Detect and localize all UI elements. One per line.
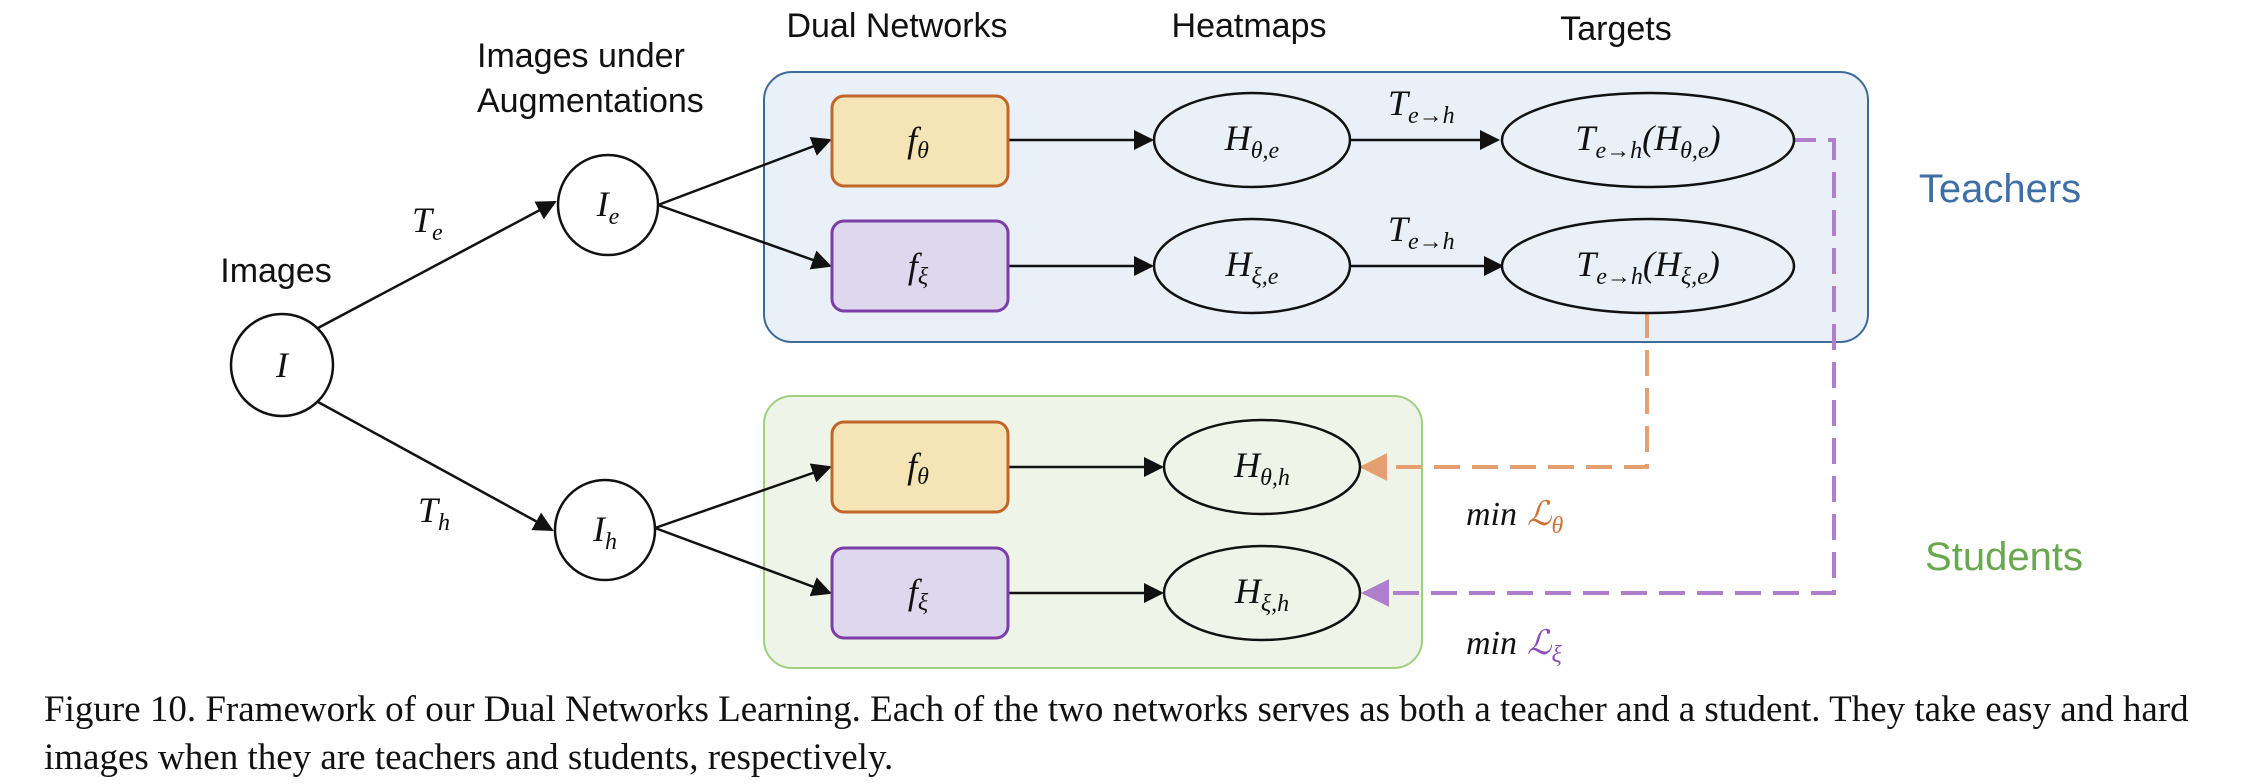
- heat-theta-e-base: H: [1224, 118, 1253, 158]
- target-theta-arg-sub: θ,e: [1680, 138, 1709, 164]
- loss-theta-label: min ℒθ: [1466, 496, 1564, 539]
- node-image-label: I: [275, 345, 290, 385]
- edge-hard-to-net-theta: [654, 463, 832, 530]
- heat-xi-e-label: Hξ,e: [1225, 244, 1279, 290]
- node-image-hard-sub: h: [605, 529, 617, 555]
- loss-theta-symbol: ℒ: [1527, 496, 1553, 533]
- edge-label-t-hard-sub: h: [438, 510, 450, 536]
- node-image-hard: [553, 478, 657, 582]
- role-students: Students: [1925, 535, 2083, 579]
- transform-label-theta: Te→h: [1388, 83, 1455, 129]
- edge-image-to-hard: [317, 400, 554, 532]
- loss-theta-sub: θ: [1552, 513, 1564, 539]
- net-theta-student: [830, 420, 1010, 514]
- heat-theta-h: [1162, 418, 1362, 516]
- target-xi-open: (: [1643, 244, 1657, 284]
- header-augmentations-line1: Images under: [477, 37, 685, 75]
- net-xi-student: [830, 546, 1010, 640]
- edge-label-t-hard: Th: [418, 490, 450, 536]
- edge-image-to-easy: [317, 200, 557, 330]
- target-theta: [1500, 91, 1796, 189]
- target-xi-arg-sub: ξ,e: [1681, 264, 1708, 290]
- target-theta-close: ): [1707, 118, 1721, 158]
- target-xi-arg-base: H: [1654, 244, 1683, 284]
- transform-label-theta-sub: e→h: [1408, 103, 1455, 129]
- target-xi-close: ): [1706, 244, 1720, 284]
- net-xi-teacher: [830, 219, 1010, 313]
- heat-theta-h-label: Hθ,h: [1233, 445, 1290, 491]
- edge-label-t-easy-sub: e: [432, 220, 443, 246]
- edge-label-t-easy-base: T: [412, 200, 435, 240]
- heat-xi-e-sub: ξ,e: [1252, 264, 1279, 290]
- target-theta-arg-base: H: [1653, 118, 1682, 158]
- node-image-easy-label: Ie: [596, 184, 620, 230]
- heat-theta-h-sub: θ,h: [1260, 465, 1290, 491]
- target-xi-sub: e→h: [1596, 264, 1643, 290]
- role-teachers: Teachers: [1919, 167, 2081, 211]
- heat-xi-e: [1152, 217, 1352, 315]
- header-augmentations-line2: Augmentations: [477, 82, 704, 120]
- target-xi: [1500, 217, 1796, 315]
- transform-label-xi-sub: e→h: [1408, 229, 1455, 255]
- loss-xi-label: min ℒξ: [1466, 625, 1563, 668]
- node-image-easy-sub: e: [609, 204, 620, 230]
- edge-easy-to-net-xi: [657, 203, 832, 270]
- heat-theta-e-label: Hθ,e: [1224, 118, 1280, 164]
- header-targets: Targets: [1560, 10, 1672, 48]
- heat-xi-h-label: Hξ,h: [1234, 571, 1289, 617]
- node-image-hard-base: I: [592, 509, 607, 549]
- target-theta-base: T: [1575, 118, 1598, 158]
- edge-label-t-hard-base: T: [418, 490, 441, 530]
- node-image: [229, 312, 335, 418]
- node-image-hard-label: Ih: [592, 509, 617, 555]
- target-theta-label: Te→h(Hθ,e): [1575, 118, 1720, 164]
- node-image-easy: [556, 153, 660, 257]
- loss-xi-symbol: ℒ: [1527, 625, 1553, 662]
- heat-theta-h-base: H: [1233, 445, 1262, 485]
- dashed-path-loss-xi: [1361, 138, 1836, 607]
- header-heatmaps: Heatmaps: [1172, 7, 1327, 45]
- loss-theta-prefix: min: [1466, 496, 1517, 533]
- target-theta-open: (: [1642, 118, 1656, 158]
- target-xi-base: T: [1576, 244, 1599, 284]
- target-xi-label: Te→h(Hξ,e): [1576, 244, 1720, 290]
- net-theta-teacher: [830, 94, 1010, 188]
- header-dual-networks: Dual Networks: [786, 7, 1007, 45]
- edge-easy-to-net-theta: [657, 137, 832, 207]
- heat-theta-e: [1152, 91, 1352, 189]
- net-xi-teacher-sub: ξ: [918, 264, 929, 290]
- edge-hard-to-net-xi: [654, 526, 832, 597]
- heat-xi-e-base: H: [1225, 244, 1254, 284]
- edge-label-t-easy: Te: [412, 200, 443, 246]
- target-theta-sub: e→h: [1595, 138, 1642, 164]
- transform-label-xi-base: T: [1388, 209, 1411, 249]
- net-theta-teacher-sub: θ: [917, 138, 929, 164]
- loss-xi-prefix: min: [1466, 625, 1517, 662]
- heat-xi-h-sub: ξ,h: [1261, 591, 1289, 617]
- figure-caption: Figure 10. Framework of our Dual Network…: [44, 689, 2189, 778]
- net-xi-student-sub: ξ: [918, 590, 929, 616]
- loss-xi-sub: ξ: [1552, 642, 1563, 668]
- header-images: Images: [220, 252, 332, 290]
- node-image-easy-base: I: [596, 184, 611, 224]
- transform-label-theta-base: T: [1388, 83, 1411, 123]
- heat-xi-h-base: H: [1234, 571, 1263, 611]
- heat-theta-e-sub: θ,e: [1251, 138, 1280, 164]
- net-theta-student-sub: θ: [917, 464, 929, 490]
- dashed-path-loss-theta: [1359, 312, 1649, 481]
- heat-xi-h: [1162, 544, 1362, 642]
- transform-label-xi: Te→h: [1388, 209, 1455, 255]
